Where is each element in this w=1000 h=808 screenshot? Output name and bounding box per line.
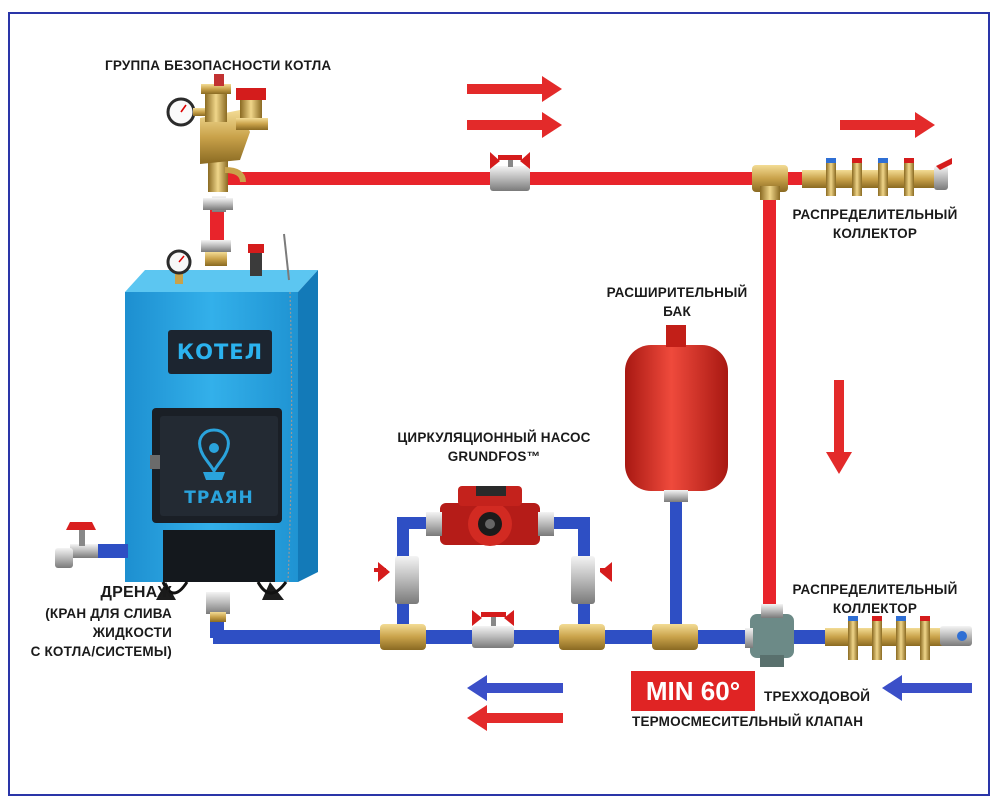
flow-arrows	[467, 76, 972, 731]
return-pipes	[210, 492, 825, 644]
top-collector	[752, 158, 952, 200]
arrow-return-left-blue	[467, 675, 563, 701]
arrow-return-left-red	[467, 705, 563, 731]
pump-label-line1: ЦИРКУЛЯЦИОННЫЙ НАСОС	[397, 430, 591, 445]
valve-label-line2: ТЕРМОСМЕСИТЕЛЬНЫЙ КЛАПАН	[632, 714, 864, 729]
collector-bottom-label-line1: РАСПРЕДЕЛИТЕЛЬНЫЙ	[792, 582, 958, 597]
collector-bottom-label: РАСПРЕДЕЛИТЕЛЬНЫЙ КОЛЛЕКТОР	[785, 580, 965, 618]
arrow-supply-right-2	[467, 112, 562, 138]
drain-label-title: ДРЕНАЖ	[100, 584, 172, 601]
boiler	[125, 233, 318, 600]
valve-label-line1: ТРЕХХОДОВОЙ	[764, 689, 871, 704]
tank-label-line2: БАК	[663, 304, 691, 319]
arrow-supply-right-1	[467, 76, 562, 102]
collector-top-label-line1: РАСПРЕДЕЛИТЕЛЬНЫЙ	[792, 207, 958, 222]
arrow-collector-right	[840, 112, 935, 138]
pump-label-line2: GRUNDFOS™	[447, 449, 541, 464]
circulation-pump	[426, 486, 554, 546]
drain-label-line3: ЖИДКОСТИ	[92, 625, 172, 640]
boiler-bottom-fitting	[206, 592, 230, 622]
bottom-collector	[825, 616, 972, 660]
collector-bottom-label-line2: КОЛЛЕКТОР	[832, 601, 918, 616]
tank-label: РАСШИРИТЕЛЬНЫЙ БАК	[597, 283, 757, 321]
drain-label-line2: (КРАН ДЛЯ СЛИВА	[45, 606, 172, 621]
safety-group-label: ГРУППА БЕЗОПАСНОСТИ КОТЛА	[105, 58, 332, 73]
drain-valve	[55, 522, 128, 568]
min-temperature-badge: MIN 60°	[631, 671, 755, 711]
drain-label-line4: С КОТЛА/СИСТЕМЫ)	[30, 644, 172, 659]
three-way-valve	[745, 604, 794, 667]
boiler-label: КОТЕЛ	[176, 340, 264, 364]
collector-top-label-line2: КОЛЛЕКТОР	[832, 226, 918, 241]
arrow-collector-left-blue	[882, 675, 972, 701]
collector-top-label: РАСПРЕДЕЛИТЕЛЬНЫЙ КОЛЛЕКТОР	[785, 205, 965, 243]
drain-label: ДРЕНАЖ (КРАН ДЛЯ СЛИВА ЖИДКОСТИ С КОТЛА/…	[20, 582, 172, 661]
return-fittings	[380, 610, 698, 650]
pump-label: ЦИРКУЛЯЦИОННЫЙ НАСОС GRUNDFOS™	[390, 428, 598, 466]
bypass-valves	[374, 556, 612, 604]
tank-label-line1: РАСШИРИТЕЛЬНЫЙ	[606, 285, 748, 300]
brand-logo-text: ТРАЯН	[184, 488, 254, 508]
diagram-frame	[8, 12, 990, 796]
safety-group	[166, 74, 268, 266]
supply-ball-valve	[490, 152, 530, 191]
expansion-tank	[625, 325, 728, 502]
arrow-down	[826, 380, 852, 474]
